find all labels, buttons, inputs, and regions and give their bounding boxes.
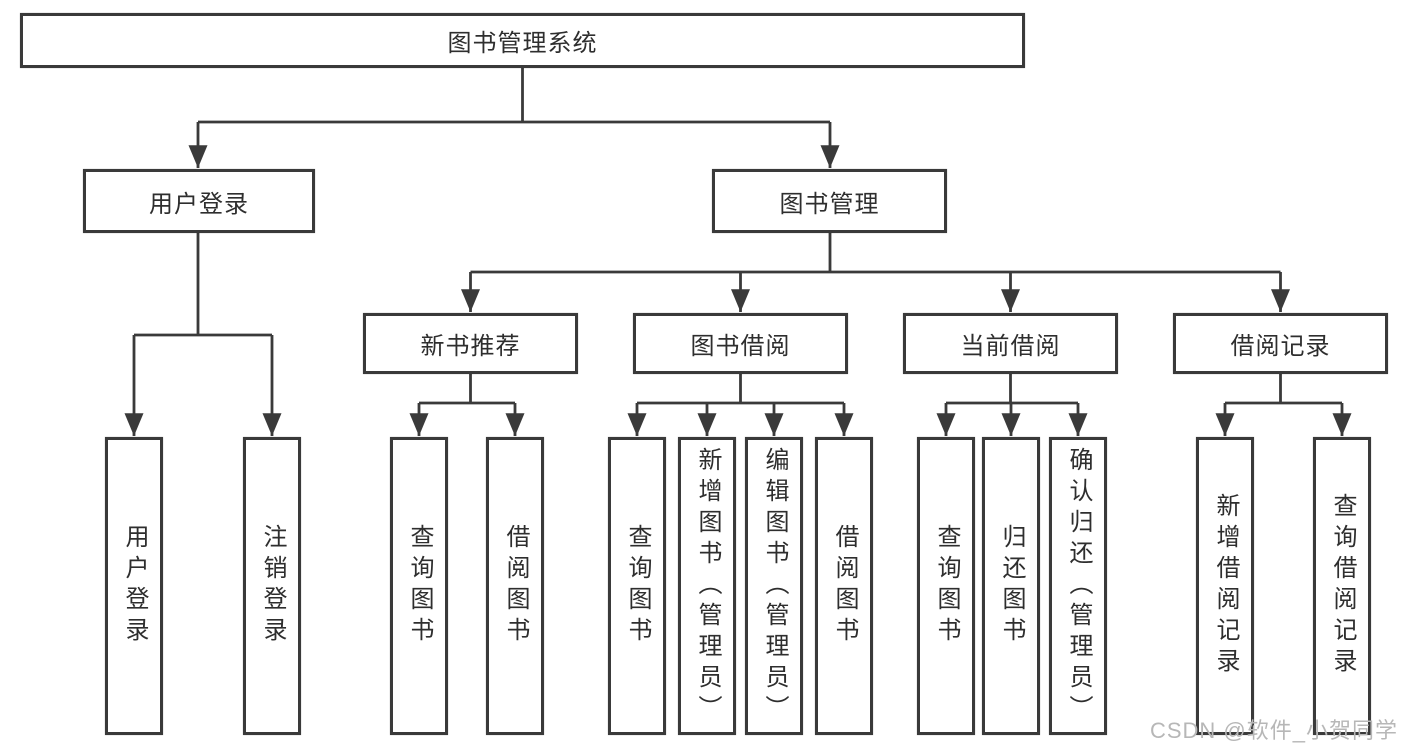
node-library-system: 图书管理系统 <box>20 13 1025 68</box>
leaf-add-loan-record: 新增借阅记录 <box>1196 437 1254 735</box>
leaf-label: 查询图书 <box>933 524 960 648</box>
node-book-management: 图书管理 <box>712 169 947 233</box>
node-new-book-recommend: 新书推荐 <box>363 313 578 374</box>
node-user-login: 用户登录 <box>83 169 315 233</box>
leaf-label: 借阅图书 <box>831 524 858 648</box>
leaf-query-loan-record: 查询借阅记录 <box>1313 437 1371 735</box>
leaf-label: 新增图书（管理员） <box>694 446 721 726</box>
leaf-user-login: 用户登录 <box>105 437 163 735</box>
csdn-watermark: CSDN @软件_小贺同学 <box>1149 718 1398 743</box>
leaf-label: 新增借阅记录 <box>1212 493 1239 679</box>
leaf-label: 编辑图书（管理员） <box>761 446 788 726</box>
leaf-edit-books-admin: 编辑图书（管理员） <box>745 437 803 735</box>
node-loan-records: 借阅记录 <box>1173 313 1388 374</box>
leaf-label: 查询图书 <box>624 524 651 648</box>
leaf-add-books-admin: 新增图书（管理员） <box>678 437 736 735</box>
leaf-label: 查询图书 <box>406 524 433 648</box>
leaf-return-books: 归还图书 <box>982 437 1040 735</box>
leaf-borrow-books: 借阅图书 <box>815 437 873 735</box>
leaf-label: 归还图书 <box>998 524 1025 648</box>
leaf-borrow-books: 借阅图书 <box>486 437 544 735</box>
node-current-loans: 当前借阅 <box>903 313 1118 374</box>
leaf-label: 用户登录 <box>121 524 148 648</box>
leaf-label: 查询借阅记录 <box>1329 493 1356 679</box>
leaf-query-books: 查询图书 <box>390 437 448 735</box>
leaf-query-books: 查询图书 <box>608 437 666 735</box>
leaf-label: 注销登录 <box>259 524 286 648</box>
leaf-confirm-return-admin: 确认归还（管理员） <box>1049 437 1107 735</box>
leaf-label: 确认归还（管理员） <box>1065 446 1092 726</box>
node-book-borrowing: 图书借阅 <box>633 313 848 374</box>
leaf-label: 借阅图书 <box>502 524 529 648</box>
leaf-logout: 注销登录 <box>243 437 301 735</box>
leaf-query-books: 查询图书 <box>917 437 975 735</box>
